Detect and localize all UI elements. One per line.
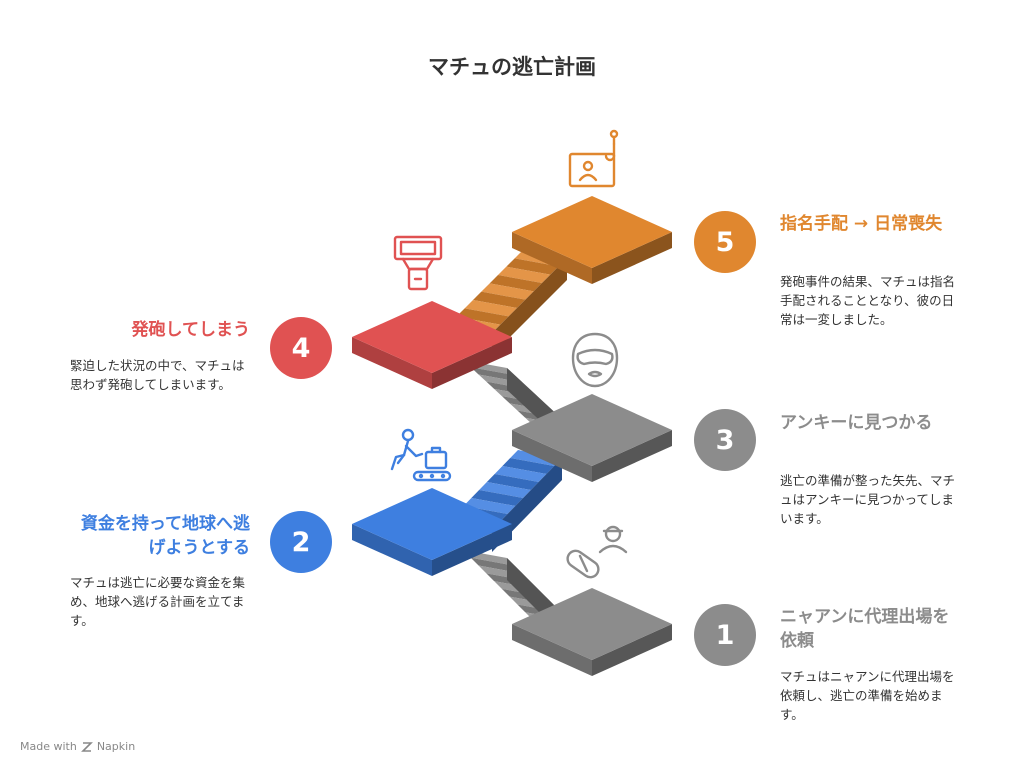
flight-2-3-step-3 — [494, 466, 547, 482]
platform-1-top-face — [512, 588, 672, 660]
step-1-number-badge: 1 — [694, 604, 756, 666]
flight-4-5-step-6 — [473, 291, 526, 308]
flight-2-3-step-4 — [486, 474, 539, 490]
step-3-description: 逃亡の準備が整った矢先、マチュはアンキーに見つかってしまいます。 — [780, 473, 956, 526]
flight-4-5-side — [492, 258, 567, 355]
masked-face-icon — [571, 332, 619, 388]
flight-4-5-step-4 — [489, 275, 542, 292]
page-title: マチュの逃亡計画 — [428, 55, 596, 79]
step-3-number-badge: 3 — [694, 409, 756, 471]
platform-5-left-face — [512, 232, 592, 284]
platform-3-right-face — [592, 430, 672, 482]
platform-3-top-face — [512, 394, 672, 466]
footer-brand: Napkin — [96, 740, 136, 753]
flight-4-5-step-3 — [498, 266, 551, 283]
step-5-description: 発砲事件の結果、マチュは指名手配されることとなり、彼の日常は一変しました。 — [780, 274, 956, 327]
flash-gun-icon — [393, 235, 443, 291]
platform-2-top-face — [352, 488, 512, 560]
step-4-number-badge: 4 — [270, 317, 332, 379]
step-2-number-badge: 2 — [270, 511, 332, 573]
pill-and-person-icon — [566, 525, 628, 579]
platform-4-right-face — [432, 337, 512, 389]
flight-4-5-step-5 — [481, 283, 534, 300]
platform-2-left-face — [352, 524, 432, 576]
flight-4-5-step-8 — [456, 308, 509, 325]
wanted-poster-icon — [568, 129, 619, 188]
platform-5-top-face — [512, 196, 672, 268]
step-2-title: 資金を持って地球へ逃げようとする — [80, 514, 250, 558]
luggage-conveyor-icon — [390, 428, 452, 482]
step-3-title: アンキーに見つかる — [780, 413, 933, 433]
step-1-title: ニャアンに代理出場を依頼 — [780, 607, 950, 651]
flight-2-3-step-6 — [471, 490, 524, 506]
flight-4-5-step-2 — [506, 258, 559, 275]
step-4-title: 発砲してしまう — [131, 320, 251, 340]
platform-4-top-face — [352, 301, 512, 373]
step-1-description: マチュはニャアンに代理出場を依頼し、逃亡の準備を始めます。 — [780, 669, 955, 722]
step-5-number-badge: 5 — [694, 211, 756, 273]
napkin-logo-icon — [80, 741, 93, 752]
flight-2-3-step-2 — [502, 458, 555, 474]
step-5-title: 指名手配 → 日常喪失 — [780, 214, 943, 234]
flight-2-3-step-5 — [479, 482, 531, 498]
platform-3-left-face — [512, 430, 592, 482]
footer-made-with: Made with — [20, 740, 77, 753]
platform-2-right-face — [432, 524, 512, 576]
flight-4-5-step-7 — [464, 300, 517, 317]
flight-2-3-step-7 — [463, 498, 516, 514]
footer-branding: Made with Napkin — [20, 740, 135, 753]
step-4-description: 緊迫した状況の中で、マチュは思わず発砲してしまいます。 — [70, 358, 245, 392]
platform-1-right-face — [592, 624, 672, 676]
platform-1-left-face — [512, 624, 592, 676]
platform-4-left-face — [352, 337, 432, 389]
platform-5-right-face — [592, 232, 672, 284]
step-2-description: マチュは逃亡に必要な資金を集め、地球へ逃げる計画を立てます。 — [70, 575, 246, 628]
